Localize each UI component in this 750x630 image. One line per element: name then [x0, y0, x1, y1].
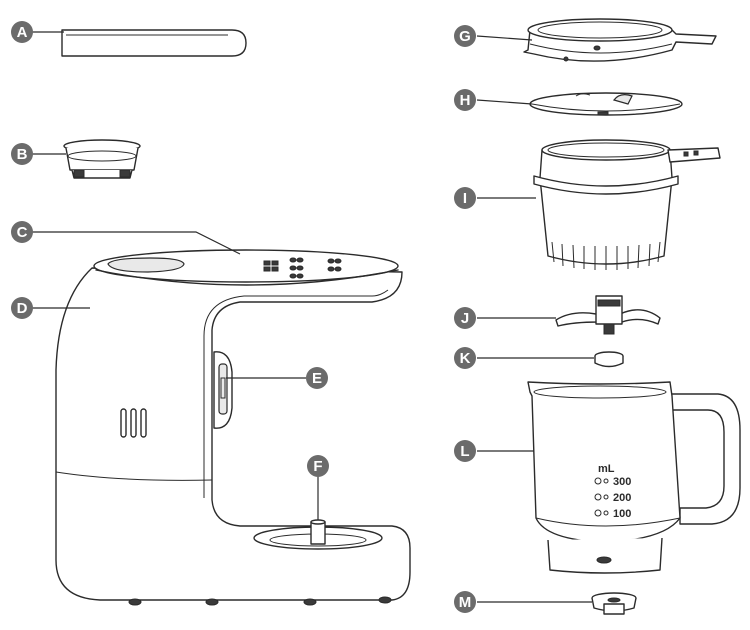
svg-text:B: B: [17, 146, 28, 163]
part-h-inner-lid: [529, 92, 683, 116]
jug-mark-300: 300: [613, 476, 631, 488]
part-j-blade: [555, 295, 661, 335]
part-e-latch: [213, 351, 233, 429]
label-e: E: [306, 367, 328, 389]
part-b-cap: [63, 139, 141, 179]
svg-text:G: G: [459, 28, 471, 45]
jug-mark-100: 100: [613, 508, 631, 520]
label-j: J: [454, 307, 476, 329]
svg-text:H: H: [460, 92, 471, 109]
leader-lines: [32, 31, 594, 603]
svg-text:M: M: [459, 594, 472, 611]
part-l-jug: mL 300 200 100: [527, 381, 741, 574]
label-a: A: [11, 21, 33, 43]
label-d: D: [11, 297, 33, 319]
label-k: K: [454, 347, 476, 369]
part-m-base-fitting: [591, 592, 637, 615]
svg-text:I: I: [463, 190, 467, 207]
svg-text:C: C: [17, 224, 28, 241]
part-i-steam-basket: [533, 139, 721, 270]
svg-text:J: J: [461, 310, 469, 327]
label-i: I: [454, 187, 476, 209]
svg-text:E: E: [312, 370, 322, 387]
jug-mark-200: 200: [613, 492, 631, 504]
jug-graduations: mL 300 200 100: [594, 463, 631, 520]
svg-text:D: D: [17, 300, 28, 317]
svg-text:A: A: [17, 24, 28, 41]
part-f-coupler: [310, 519, 326, 545]
label-c: C: [11, 221, 33, 243]
control-buttons: [263, 257, 342, 279]
label-m: M: [454, 591, 476, 613]
part-k-seal-ring: [594, 351, 624, 368]
label-l: L: [454, 440, 476, 462]
part-a-spatula: [61, 29, 247, 57]
label-h: H: [454, 89, 476, 111]
svg-text:L: L: [460, 443, 469, 460]
label-f: F: [307, 455, 329, 477]
part-g-lid: [523, 18, 717, 62]
side-vents: [120, 408, 147, 438]
label-g: G: [454, 25, 476, 47]
jug-unit-label: mL: [598, 463, 615, 475]
svg-text:K: K: [460, 350, 471, 367]
part-d-main-body: [55, 249, 411, 606]
svg-text:F: F: [313, 458, 322, 475]
label-b: B: [11, 143, 33, 165]
